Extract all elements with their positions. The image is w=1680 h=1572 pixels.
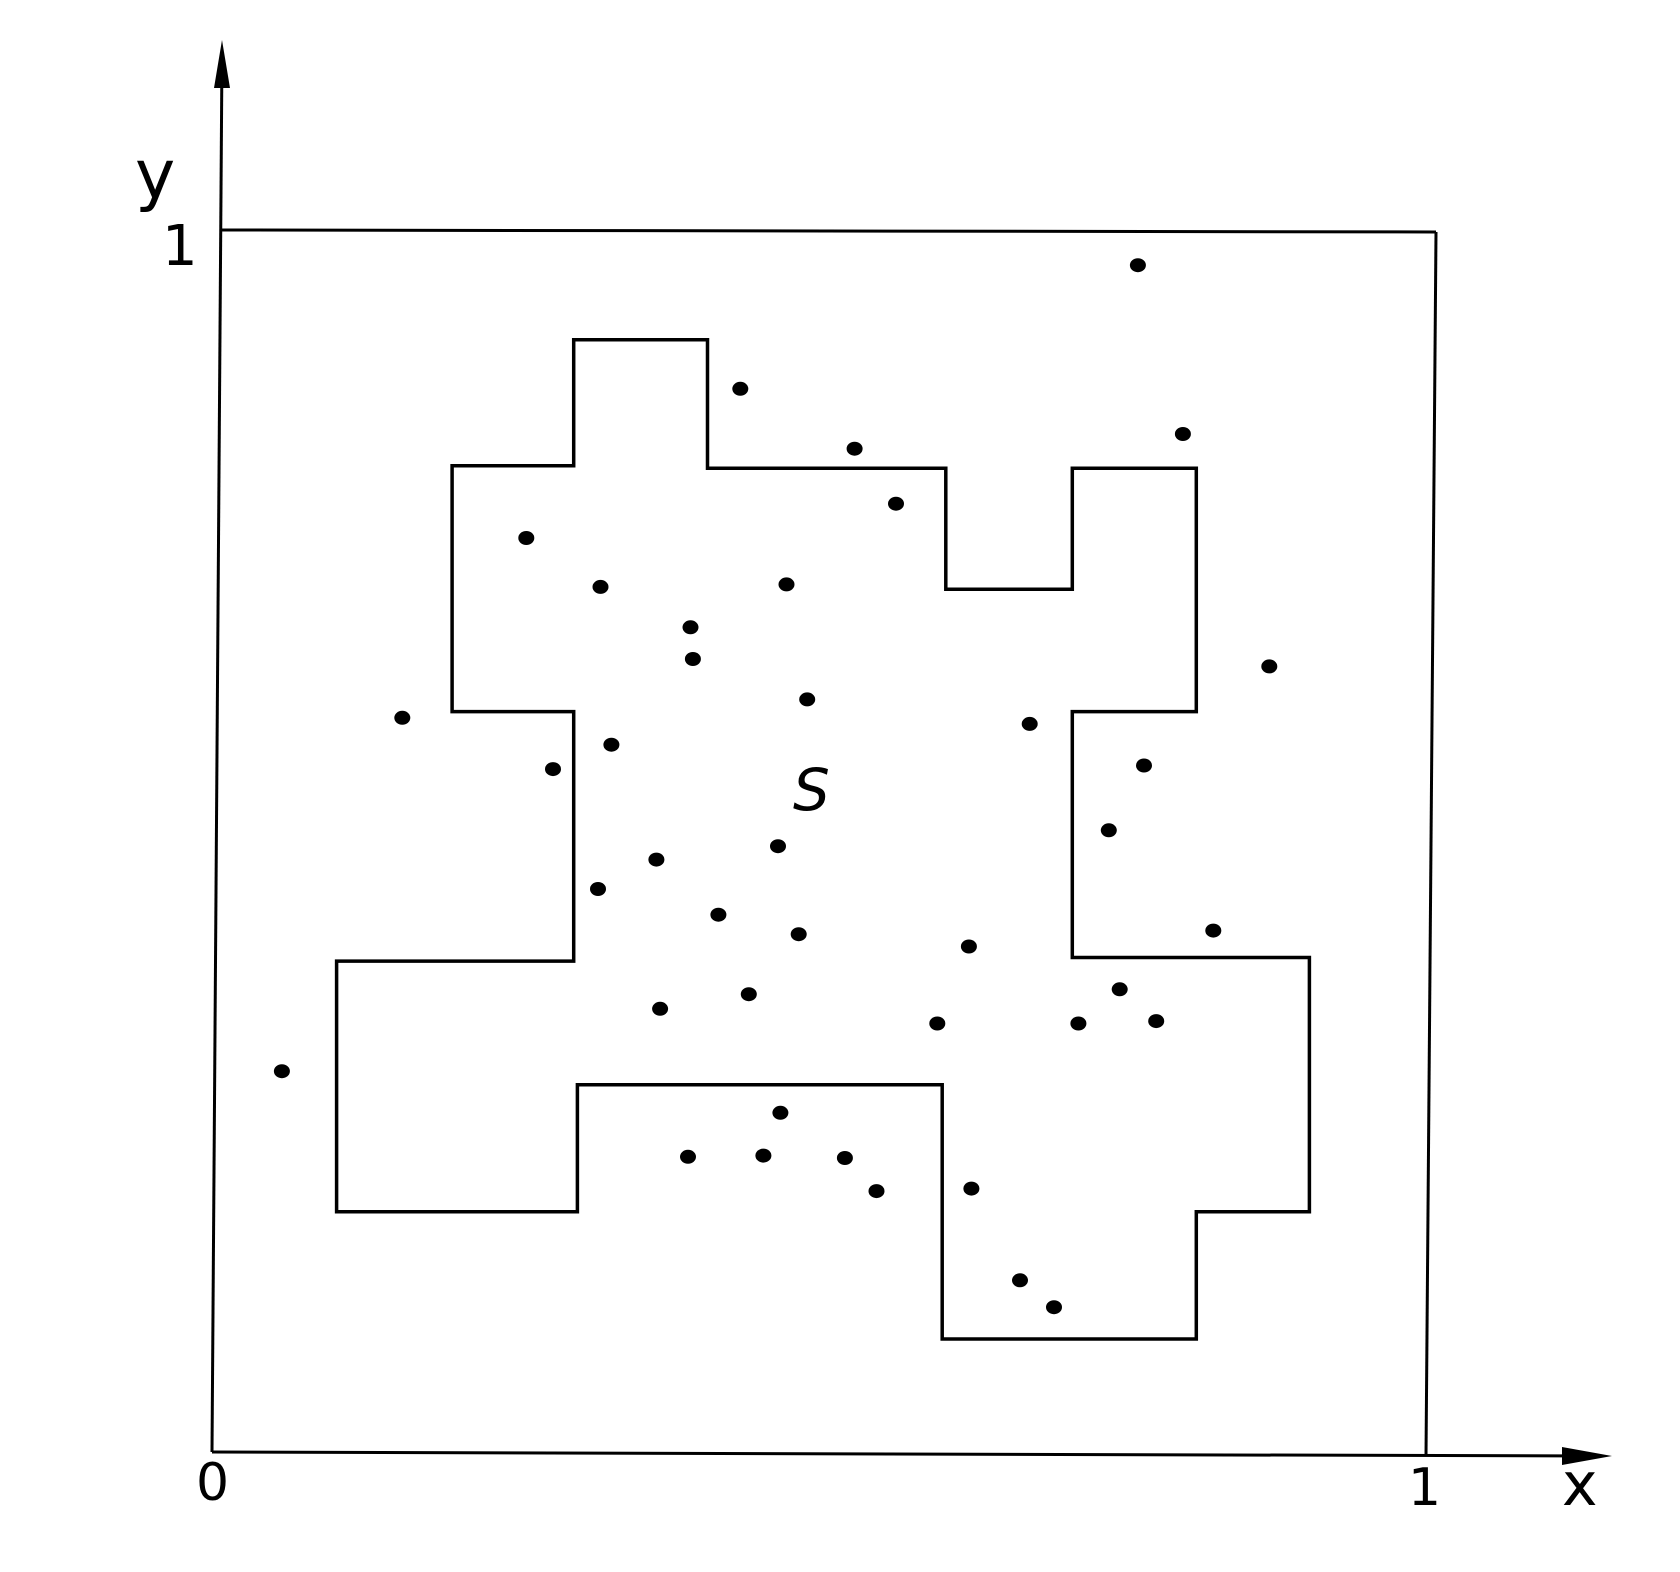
sample-point	[1148, 1014, 1165, 1029]
sample-point	[790, 927, 807, 942]
sample-point	[684, 652, 701, 666]
sample-point	[545, 762, 561, 777]
sample-point	[394, 710, 411, 725]
sample-point	[603, 737, 620, 752]
sample-point	[1021, 716, 1038, 731]
sample-point	[770, 839, 786, 854]
y-axis-arrowhead	[214, 40, 230, 88]
sample-point	[740, 987, 757, 1002]
sample-point	[732, 381, 749, 396]
sample-point	[772, 1105, 789, 1120]
sample-point	[1111, 982, 1128, 997]
region-label: S	[793, 756, 830, 824]
sample-point	[960, 939, 977, 954]
sample-point	[1136, 758, 1152, 773]
sample-point	[1046, 1300, 1062, 1315]
y-axis-line	[210, 51, 224, 1453]
sample-point	[652, 1001, 669, 1016]
unit-square-right-edge	[1424, 231, 1438, 1457]
sample-point	[755, 1148, 772, 1163]
x-one-label: 1	[1408, 1458, 1441, 1518]
sample-point	[590, 882, 606, 896]
x-axis-label: x	[1562, 1450, 1598, 1520]
sample-point	[799, 692, 816, 707]
region-s-outline	[334, 338, 1312, 1341]
sample-point	[888, 496, 904, 511]
unit-square-top-edge	[221, 228, 1437, 234]
sample-point	[1174, 427, 1191, 441]
sample-point	[963, 1181, 980, 1196]
x-axis-line	[211, 1450, 1596, 1458]
sample-point	[592, 579, 609, 594]
sample-point	[680, 1149, 696, 1164]
sample-point	[1070, 1016, 1087, 1031]
y-one-label: 1	[162, 214, 198, 279]
sample-point	[710, 907, 727, 922]
points-group	[273, 258, 1278, 1315]
sample-point	[836, 1151, 853, 1165]
sample-point	[778, 577, 795, 592]
sample-point	[868, 1184, 885, 1199]
y-axis-label: y	[135, 136, 175, 215]
sample-point	[682, 620, 699, 635]
sample-point	[1129, 258, 1146, 273]
sample-point	[648, 852, 665, 867]
sample-point	[1205, 923, 1222, 938]
x-axis-arrowhead	[1562, 1447, 1612, 1465]
sample-point	[1012, 1273, 1028, 1288]
sample-point	[273, 1064, 290, 1079]
sample-point	[846, 441, 863, 456]
sample-point	[929, 1016, 946, 1031]
origin-label: 0	[196, 1453, 229, 1513]
sample-point	[1261, 659, 1278, 674]
sample-point	[1100, 823, 1117, 838]
sample-point	[518, 531, 535, 545]
